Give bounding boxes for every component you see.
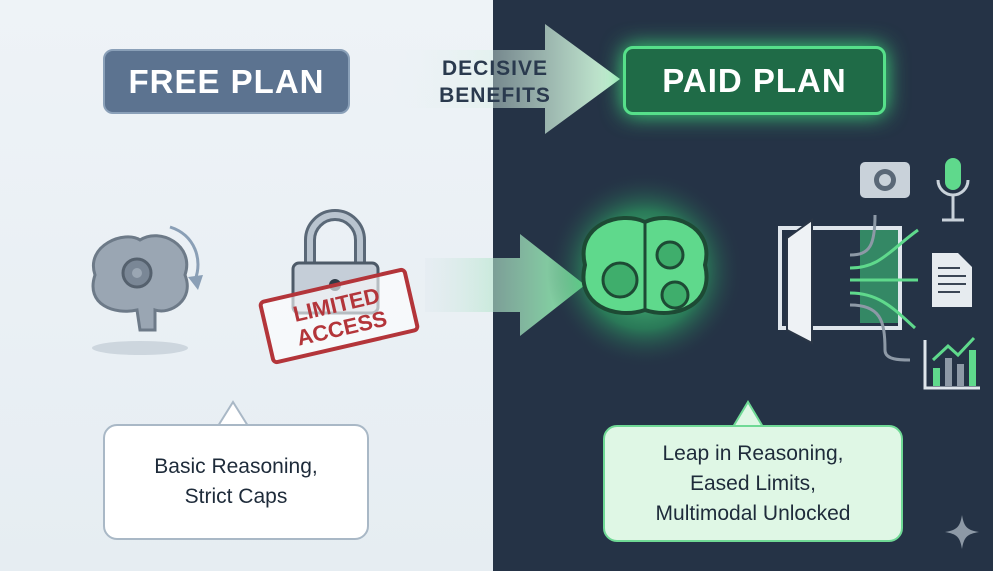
bubble-pointer [733,400,763,428]
microphone-icon [936,158,970,222]
glowing-brain-icon [547,172,743,368]
camera-icon [860,162,910,198]
caption-line: Leap in Reasoning, [662,441,844,465]
caption-line: Multimodal Unlocked [655,501,851,525]
arrow-to-camera [849,214,877,257]
sparkle-icon [945,515,979,549]
caption-line: Strict Caps [184,485,288,508]
paid-plan-badge: PAID PLAN [623,46,886,115]
document-icon [932,253,972,307]
middle-arrow-icon [425,234,585,336]
bubble-pointer [218,400,248,427]
brain-gear-icon [91,225,203,355]
paid-plan-caption: Leap in Reasoning, Eased Limits, Multimoda… [603,425,903,542]
caption-line: Basic Reasoning, [154,455,318,478]
benefits-line: BENEFITS [439,84,551,107]
free-plan-badge: FREE PLAN [103,49,350,114]
top-arrow-icon [390,24,620,134]
chart-icon [923,336,980,390]
caption-line: Eased Limits, [689,471,817,495]
decisive-line: DECISIVE [441,57,549,80]
unlocked-door-outputs [778,158,980,390]
decisive-benefits-label: DECISIVE BENEFITS [420,55,570,109]
free-plan-caption: Basic Reasoning, Strict Caps [103,424,369,540]
